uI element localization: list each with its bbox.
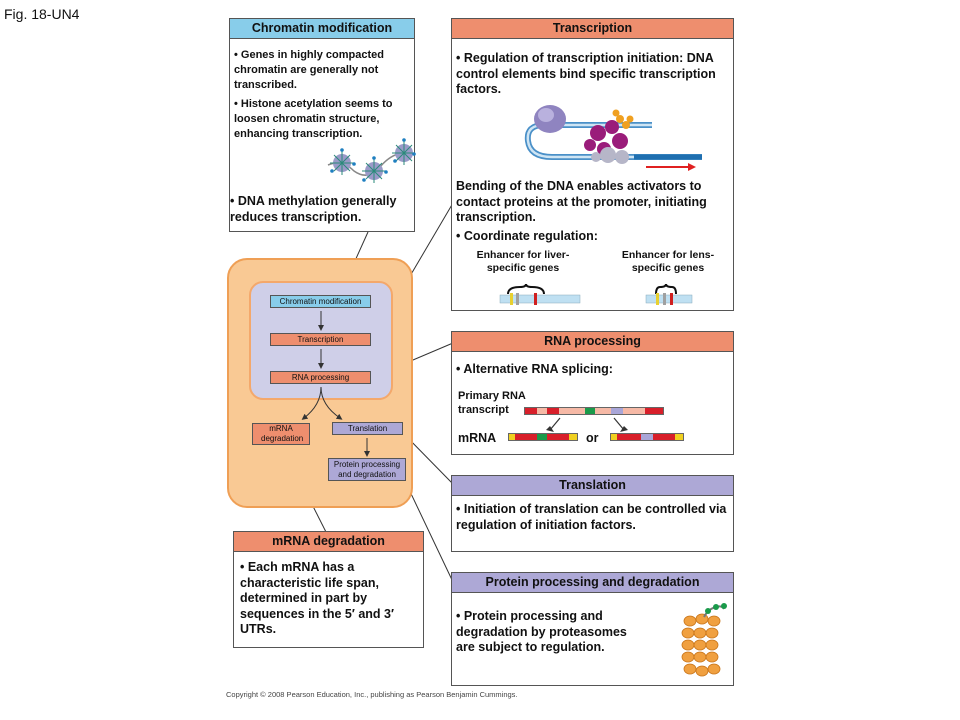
- mrna-degradation-bullet-1: • Each mRNA has a characteristic life sp…: [240, 560, 394, 636]
- flow-mrna-degradation: mRNA degradation: [252, 423, 310, 445]
- flow-transcription: Transcription: [270, 333, 371, 346]
- mrna-degradation-title: mRNA degradation: [234, 532, 423, 552]
- rna-processing-title: RNA processing: [452, 332, 733, 352]
- protein-box: Protein processing and degradation • Pro…: [451, 572, 734, 686]
- enhancer-lens-label: Enhancer for lens-specific genes: [621, 249, 715, 274]
- translation-title: Translation: [452, 476, 733, 496]
- protein-bullet-1: • Protein processing and degradation by …: [456, 609, 627, 654]
- nucleosome-illustration: [327, 138, 416, 183]
- transcription-bullet-3: • Coordinate regulation:: [456, 229, 598, 243]
- mrna-label: mRNA: [458, 431, 497, 445]
- chromatin-bullet-3: • DNA methylation generally reduces tran…: [230, 194, 397, 224]
- translation-box: Translation • Initiation of translation …: [451, 475, 734, 552]
- flow-chromatin: Chromatin modification: [270, 295, 371, 308]
- translation-bullet-1: • Initiation of translation can be contr…: [456, 502, 727, 532]
- mrna-variant-2-bar: [610, 433, 684, 441]
- enhancer-dna-illustration: [499, 283, 693, 305]
- enhancer-liver-label: Enhancer for liver-specific genes: [476, 249, 570, 274]
- dna-bending-illustration: [524, 105, 702, 171]
- flow-protein: Protein processing and degradation: [328, 458, 406, 481]
- or-label: or: [586, 431, 599, 445]
- flow-rna-processing: RNA processing: [270, 371, 371, 384]
- figure-label: Fig. 18-UN4: [4, 6, 80, 22]
- transcription-bullet-2: Bending of the DNA enables activators to…: [456, 179, 707, 224]
- chromatin-box: Chromatin modification • Genes in highly…: [229, 18, 416, 232]
- mrna-degradation-box: mRNA degradation • Each mRNA has a chara…: [233, 531, 424, 648]
- chromatin-bullet-2: • Histone acetylation seems to loosen ch…: [234, 98, 393, 140]
- rna-processing-bullet-1: • Alternative RNA splicing:: [456, 362, 613, 376]
- rna-processing-box: RNA processing • Alternative RNA splicin…: [451, 331, 734, 455]
- primary-transcript-bar: [524, 407, 664, 415]
- proteasome-illustration: [681, 603, 727, 677]
- flow-translation: Translation: [332, 422, 403, 435]
- chromatin-bullet-1: • Genes in highly compacted chromatin ar…: [234, 49, 384, 91]
- mrna-variant-1-bar: [508, 433, 578, 441]
- protein-title: Protein processing and degradation: [452, 573, 733, 593]
- transcription-title: Transcription: [452, 19, 733, 39]
- chromatin-title: Chromatin modification: [230, 19, 414, 39]
- splicing-arrows: [546, 417, 628, 432]
- primary-transcript-label: Primary RNA transcript: [458, 390, 526, 416]
- transcription-bullet-1: • Regulation of transcription initiation…: [456, 51, 716, 96]
- copyright: Copyright © 2008 Pearson Education, Inc.…: [226, 690, 518, 699]
- transcription-box: Transcription • Regulation of transcript…: [451, 18, 734, 311]
